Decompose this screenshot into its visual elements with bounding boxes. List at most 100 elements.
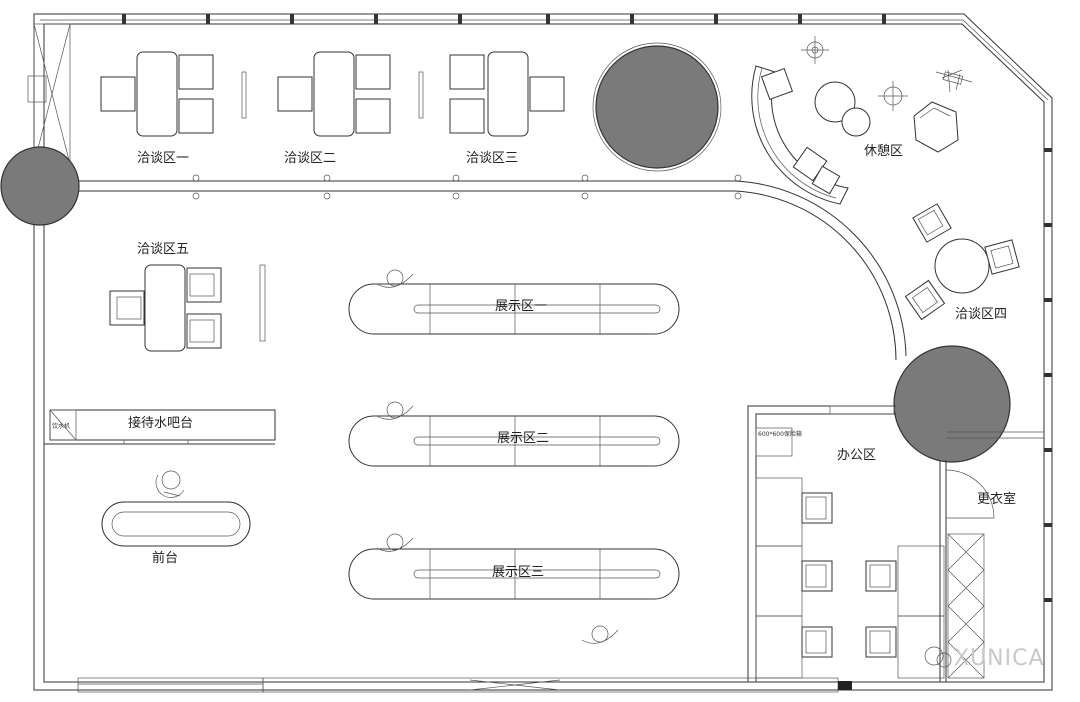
chair-seat bbox=[869, 564, 891, 588]
chair-seat bbox=[805, 496, 827, 520]
ceiling-fan-icon bbox=[801, 36, 829, 64]
display-table bbox=[348, 283, 680, 335]
chair bbox=[449, 54, 485, 90]
partition-post bbox=[452, 174, 460, 182]
water-bar-small-label: 饮水机 bbox=[52, 422, 70, 430]
person-head bbox=[591, 625, 609, 643]
window-mullion bbox=[206, 14, 210, 24]
person-body bbox=[376, 273, 414, 288]
window-mullion bbox=[882, 14, 886, 24]
chair bbox=[529, 76, 565, 112]
display-counter bbox=[348, 415, 680, 467]
front-desk-label: 前台 bbox=[152, 550, 178, 566]
person-body bbox=[376, 405, 414, 420]
chair-seat bbox=[805, 564, 827, 588]
zone-1-label: 洽谈区一 bbox=[137, 151, 189, 166]
person-head bbox=[386, 533, 404, 551]
front-desk bbox=[101, 470, 251, 547]
partition-post bbox=[323, 174, 331, 182]
window-mullion bbox=[630, 14, 634, 24]
person-icon bbox=[376, 401, 414, 420]
partition-post bbox=[192, 192, 200, 200]
chair bbox=[355, 98, 391, 134]
zone-4-set bbox=[904, 203, 1020, 321]
window-mullion bbox=[1044, 373, 1052, 377]
person-head bbox=[386, 401, 404, 419]
zone-5-set bbox=[109, 264, 266, 352]
display-3-label: 展示区三 bbox=[492, 565, 544, 580]
chair bbox=[178, 98, 214, 134]
partition-post bbox=[734, 174, 742, 182]
display-2-label: 展示区二 bbox=[497, 431, 549, 446]
partition-post bbox=[581, 192, 589, 200]
window-mullion bbox=[1044, 148, 1052, 152]
chair-seat bbox=[869, 630, 891, 654]
person-body bbox=[376, 537, 414, 552]
window-mullion bbox=[714, 14, 718, 24]
table bbox=[487, 51, 529, 137]
zone-5-label: 洽谈区五 bbox=[137, 242, 189, 257]
display-table bbox=[348, 415, 680, 467]
person-icon bbox=[155, 470, 185, 498]
divider bbox=[418, 71, 424, 119]
display-counter bbox=[348, 283, 680, 335]
display-rail bbox=[413, 436, 661, 446]
watermark-text: XUNICA bbox=[954, 646, 1045, 671]
water-bar-label: 接待水吧台 bbox=[128, 415, 193, 431]
partition-post bbox=[192, 174, 200, 182]
light-icon bbox=[878, 81, 908, 111]
person-icon bbox=[376, 269, 414, 288]
office-area bbox=[747, 405, 1044, 682]
window-mullion bbox=[1044, 523, 1052, 527]
chair bbox=[355, 54, 391, 90]
window-mullion bbox=[1044, 598, 1052, 602]
chair bbox=[100, 76, 136, 112]
display-1-label: 展示区一 bbox=[495, 299, 547, 314]
office-label: 办公区 bbox=[837, 448, 876, 463]
outer-walls bbox=[27, 13, 1053, 693]
window-mullion bbox=[122, 14, 126, 24]
partition-post bbox=[734, 192, 742, 200]
chair bbox=[865, 560, 897, 592]
window-mullion bbox=[1044, 448, 1052, 452]
window-mullion bbox=[374, 14, 378, 24]
divider bbox=[241, 71, 247, 119]
lounge-area bbox=[751, 36, 973, 205]
locker-label: 更衣室 bbox=[977, 491, 1016, 507]
display-counter bbox=[348, 548, 680, 600]
person-icon bbox=[581, 625, 619, 644]
plant-icon bbox=[935, 69, 973, 93]
lounge-label: 休憩区 bbox=[864, 143, 903, 159]
partition-post bbox=[581, 174, 589, 182]
column-top bbox=[595, 45, 719, 169]
zone-2-set bbox=[277, 51, 424, 137]
partition-post bbox=[323, 192, 331, 200]
column-left bbox=[0, 146, 80, 226]
person-head bbox=[386, 269, 404, 287]
zone-2-label: 洽谈区二 bbox=[284, 151, 336, 166]
window-mullion bbox=[290, 14, 294, 24]
window-mullion bbox=[1044, 223, 1052, 227]
chair-seat bbox=[805, 630, 827, 654]
safe-label: 600*600保险箱 bbox=[758, 430, 802, 438]
window-mullion bbox=[546, 14, 550, 24]
window-mullion bbox=[798, 14, 802, 24]
table bbox=[313, 51, 355, 137]
upper-partition bbox=[79, 174, 907, 361]
window-mullion bbox=[458, 14, 462, 24]
person-icon bbox=[376, 533, 414, 552]
chair bbox=[865, 626, 897, 658]
window-mullion bbox=[1044, 298, 1052, 302]
display-rail bbox=[413, 569, 661, 579]
chair bbox=[178, 54, 214, 90]
partition-post bbox=[452, 192, 460, 200]
display-table bbox=[348, 548, 680, 600]
water-bar bbox=[44, 409, 276, 445]
column-right bbox=[893, 345, 1011, 463]
person-body bbox=[581, 629, 619, 644]
chair bbox=[801, 626, 833, 658]
chair bbox=[449, 98, 485, 134]
zone-4-label: 洽谈区四 bbox=[955, 307, 1007, 322]
table bbox=[136, 51, 178, 137]
